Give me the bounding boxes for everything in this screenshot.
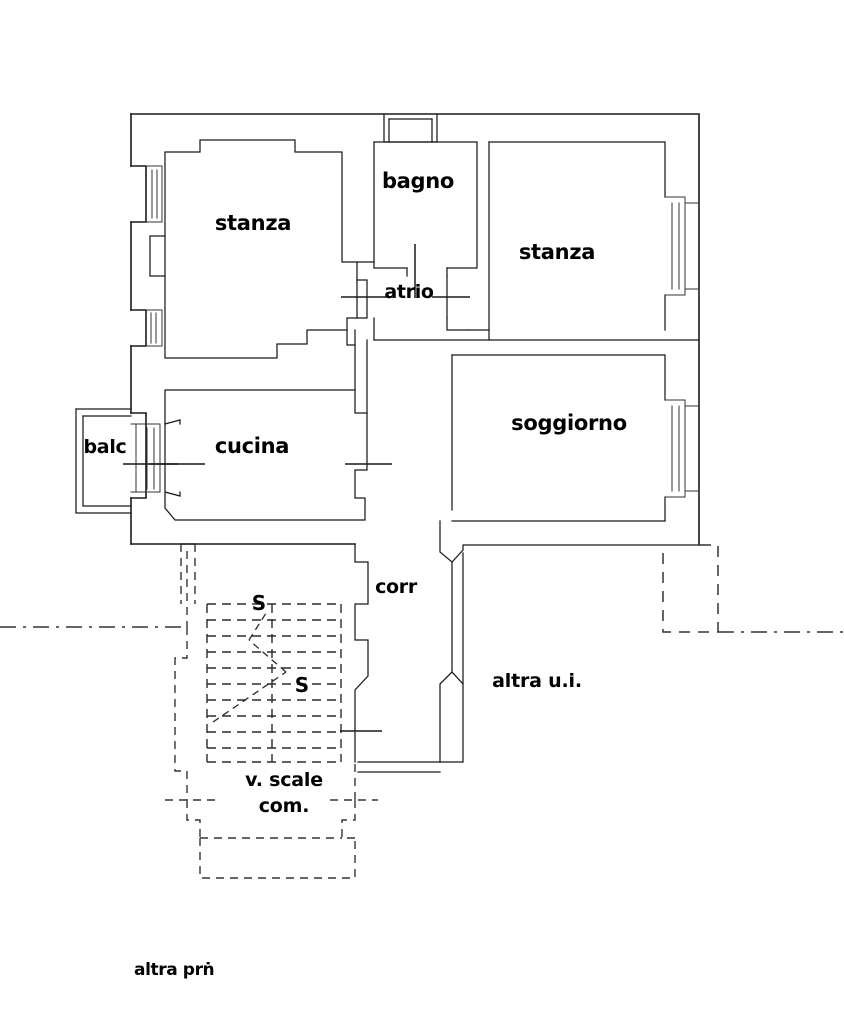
label-stanza-top-right: stanza (519, 240, 595, 264)
label-stair-marker-upper: S (252, 591, 266, 615)
label-stanza-top-left: stanza (215, 211, 291, 235)
label-stair-marker-lower: S (295, 673, 309, 697)
stair-treads (206, 603, 342, 763)
window-leaves-left (145, 165, 163, 347)
label-corridoio: corr (375, 576, 418, 598)
room-stanza-top-right (467, 141, 700, 341)
room-soggiorno (451, 354, 700, 522)
room-cucina (150, 389, 392, 521)
label-balcone: balc (84, 436, 127, 458)
stairwell-outline (165, 543, 378, 879)
label-other-unit: altra u.i. (492, 670, 582, 692)
outer-walls (130, 113, 700, 546)
label-soggiorno: soggiorno (511, 411, 627, 435)
label-atrio: atrio (384, 281, 434, 303)
property-boundary-lines (0, 626, 844, 633)
other-unit-wall (439, 544, 700, 763)
room-corridoio (340, 520, 453, 773)
balcony-outline (75, 408, 178, 514)
room-labels: stanza bagno stanza atrio cucina soggior… (84, 169, 628, 598)
room-bagno (373, 113, 478, 298)
label-stairwell-line-1: v. scale (245, 769, 323, 791)
room-stanza-top-left (149, 139, 358, 359)
label-bagno: bagno (382, 169, 454, 193)
room-atrio (341, 261, 700, 341)
central-partition (346, 329, 368, 414)
label-other-property: altra prṅ (134, 960, 214, 980)
annotation-labels: S S v. scale com. altra u.i. altra prṅ (134, 591, 582, 980)
label-stairwell-line-2: com. (259, 795, 310, 817)
dashed-stub-right (662, 544, 719, 633)
label-cucina: cucina (215, 434, 289, 458)
